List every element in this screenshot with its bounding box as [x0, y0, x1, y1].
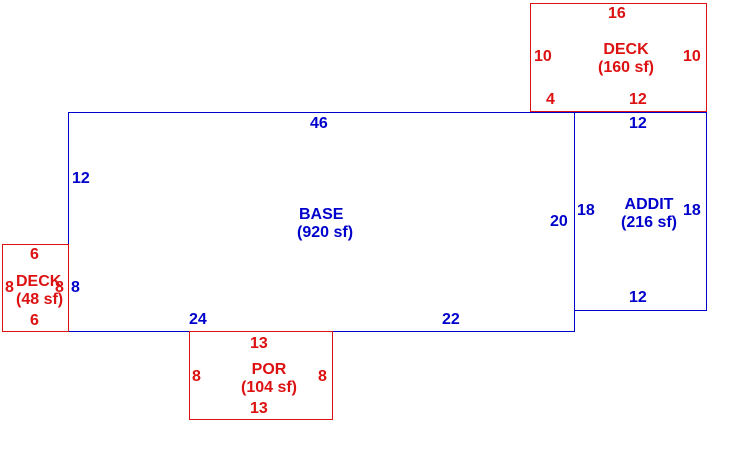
base-area: (920 sf) [297, 224, 354, 241]
por-dim-right: 8 [318, 368, 327, 385]
deck-left-dim-top: 6 [30, 246, 39, 263]
deck-top-name: DECK [603, 41, 649, 58]
por-dim-bottom: 13 [250, 400, 268, 417]
addit-label: ADDIT (216 sf) [612, 196, 686, 232]
base-label: BASE (920 sf) [297, 206, 353, 242]
por-outline [189, 331, 333, 420]
base-dim-left: 12 [72, 170, 90, 187]
addit-dim-right: 18 [683, 202, 701, 219]
addit-area: (216 sf) [620, 214, 678, 231]
base-dim-top: 46 [310, 115, 328, 132]
base-dim-right: 20 [550, 213, 568, 230]
addit-outline [574, 112, 707, 311]
base-name: BASE [299, 206, 344, 223]
deck-top-area: (160 sf) [597, 59, 655, 76]
deck-left-area: (48 sf) [16, 291, 64, 308]
deck-left-label: DECK (48 sf) [16, 273, 63, 309]
por-dim-top: 13 [250, 335, 268, 352]
base-dim-bottom-right: 22 [442, 311, 460, 328]
por-name: POR [251, 361, 287, 378]
por-label: POR (104 sf) [232, 361, 306, 397]
base-dim-left-lower: 8 [71, 279, 80, 296]
deck-top-dim-bottom-left: 4 [546, 91, 555, 108]
deck-left-dim-right: 8 [55, 279, 64, 296]
deck-top-dim-bottom-right: 12 [629, 91, 647, 108]
deck-left-name: DECK [16, 273, 62, 290]
addit-dim-bottom: 12 [629, 289, 647, 306]
deck-left-outline [2, 244, 69, 332]
por-area: (104 sf) [240, 379, 298, 396]
deck-left-dim-bottom: 6 [30, 312, 39, 329]
base-dim-bottom-left: 24 [189, 311, 207, 328]
deck-top-dim-left: 10 [534, 48, 552, 65]
deck-top-dim-right: 10 [683, 48, 701, 65]
addit-name: ADDIT [624, 196, 674, 213]
addit-dim-left: 18 [577, 202, 595, 219]
deck-left-dim-left: 8 [5, 279, 14, 296]
addit-dim-top: 12 [629, 115, 647, 132]
deck-top-dim-top: 16 [608, 5, 626, 22]
deck-top-label: DECK (160 sf) [588, 41, 664, 77]
por-dim-left: 8 [192, 368, 201, 385]
deck-top-outline [530, 3, 707, 112]
